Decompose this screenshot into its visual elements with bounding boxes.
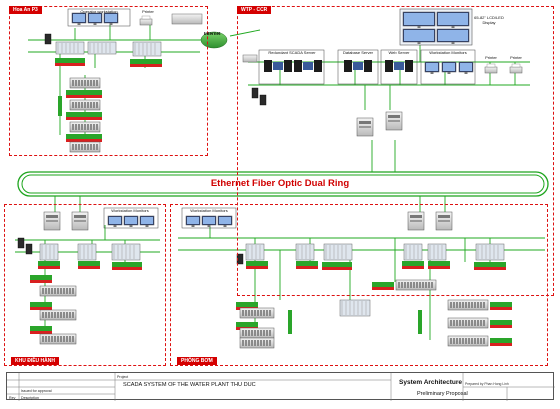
tag-pb-12 (490, 320, 512, 325)
io-panel-pb-3 (339, 299, 371, 317)
zone-tag-wtp-ccr: WTP - CCR (237, 6, 272, 14)
tag-kdh-3 (112, 262, 142, 267)
tag-hoa-an-4 (66, 112, 102, 117)
ring-label-pb-2 (418, 310, 422, 334)
caption-printer-ccr-2: Printer (510, 55, 522, 60)
controller-pb-3 (403, 243, 423, 261)
ring-title: Ethernet Fiber Optic Dual Ring (210, 178, 350, 189)
tag-pb-13 (490, 338, 512, 343)
tb-rev: Rev (9, 396, 16, 400)
fiber-optic-ring (17, 171, 549, 197)
tag-pb-2 (296, 261, 318, 266)
tag-hoa-an-2 (130, 59, 162, 64)
db-box (337, 49, 379, 85)
caption-printer-ccr-1: Printer (485, 55, 497, 60)
web-server (385, 60, 393, 72)
pc-kdh-2 (25, 243, 33, 255)
tag-pb-5 (428, 261, 450, 266)
tag-kdh-6 (30, 326, 52, 331)
pc-hoa-an (44, 33, 52, 45)
tag-hoa-an-3 (66, 90, 102, 95)
tb-subtitle: Preliminary Proposal (417, 391, 468, 397)
operator-ws-box (67, 8, 131, 27)
tag-pb-8 (236, 302, 258, 307)
tag-kdh-5 (30, 302, 52, 307)
controller-kdh-1 (39, 243, 59, 261)
tag-kdh-1 (38, 261, 60, 266)
tb-prepared: Prepared by Phan Hong Linh (465, 381, 509, 386)
database-server (344, 60, 352, 72)
zone-tag-khu-dieu-hanh: KHU ĐIỀU HÀNH (11, 357, 59, 365)
controller-pb-2 (295, 243, 315, 261)
tag-hoa-an-5 (66, 134, 102, 139)
tag-kdh-2 (78, 261, 100, 266)
zone-hoa-an: Hoa An P3 (9, 6, 208, 156)
controller-pb-4 (427, 243, 447, 261)
caption-workstation-monitors-kdh: Workstation Monitors (111, 208, 149, 213)
tag-pb-3 (322, 262, 352, 267)
tag-hoa-an-1 (55, 58, 85, 63)
tb-description: Description (21, 396, 39, 400)
web-box (380, 49, 418, 85)
router-icon (171, 13, 203, 25)
ring-label-hoa-an (58, 96, 62, 116)
zone-phong-bom: PHÒNG BƠM (170, 204, 548, 366)
tag-pb-4 (402, 261, 424, 266)
title-block: Issued for approval Rev Description Proj… (6, 372, 555, 401)
ws-pb-box (181, 207, 237, 229)
tag-pb-6 (474, 262, 506, 267)
tag-kdh-4 (30, 275, 52, 280)
tag-pb-7 (372, 282, 394, 287)
title-block-grid (7, 373, 555, 401)
pc-ccr-1 (251, 87, 259, 99)
internet-label: Internet (204, 31, 221, 36)
tb-title: System Architecture (399, 379, 462, 386)
controller-kdh-2 (77, 243, 97, 261)
caption-operator-ws: Operator workstation (80, 9, 118, 14)
tb-project-label: Project (117, 374, 129, 379)
devices-layer (17, 8, 523, 349)
caption-redundant-scada: Redundant SCADA Server (268, 50, 316, 55)
caption-workstation-monitors-ccr: Workstation Monitors (429, 50, 467, 55)
ws-kdh-box (103, 207, 159, 229)
zone-wtp-ccr: WTP - CCR (237, 6, 554, 296)
router-ccr (242, 54, 258, 63)
zone-khu-dieu-hanh: KHU ĐIỀU HÀNH (4, 204, 166, 366)
caption-lcd-display: 65-82" LCD/LED Display (474, 15, 504, 25)
ring-label-pb-1 (288, 310, 292, 334)
ws-ccr-box (420, 49, 476, 85)
tb-project-name: SCADA SYSTEM OF THE WATER PLANT THU DUC (123, 382, 256, 388)
zone-tag-hoa-an: Hoa An P3 (9, 6, 42, 14)
controller-pb-1 (245, 243, 265, 261)
tag-pb-9 (236, 322, 258, 327)
scada-server-2 (294, 60, 302, 72)
scada-server-1 (264, 60, 272, 72)
caption-printer-hoa-an: Printer (142, 9, 154, 14)
caption-workstation-monitors-pb: Workstation Monitors (190, 208, 228, 213)
tag-pb-11 (490, 302, 512, 307)
zone-tag-phong-bom: PHÒNG BƠM (177, 357, 217, 365)
caption-database-server: Database Server (342, 50, 373, 55)
scada-box (258, 49, 325, 85)
pc-kdh-1 (17, 237, 25, 249)
tb-issued: Issued for approval (21, 389, 52, 393)
caption-web-server: Web Server (388, 50, 410, 55)
pc-ccr-2 (259, 94, 267, 106)
tag-pb-1 (246, 261, 268, 266)
